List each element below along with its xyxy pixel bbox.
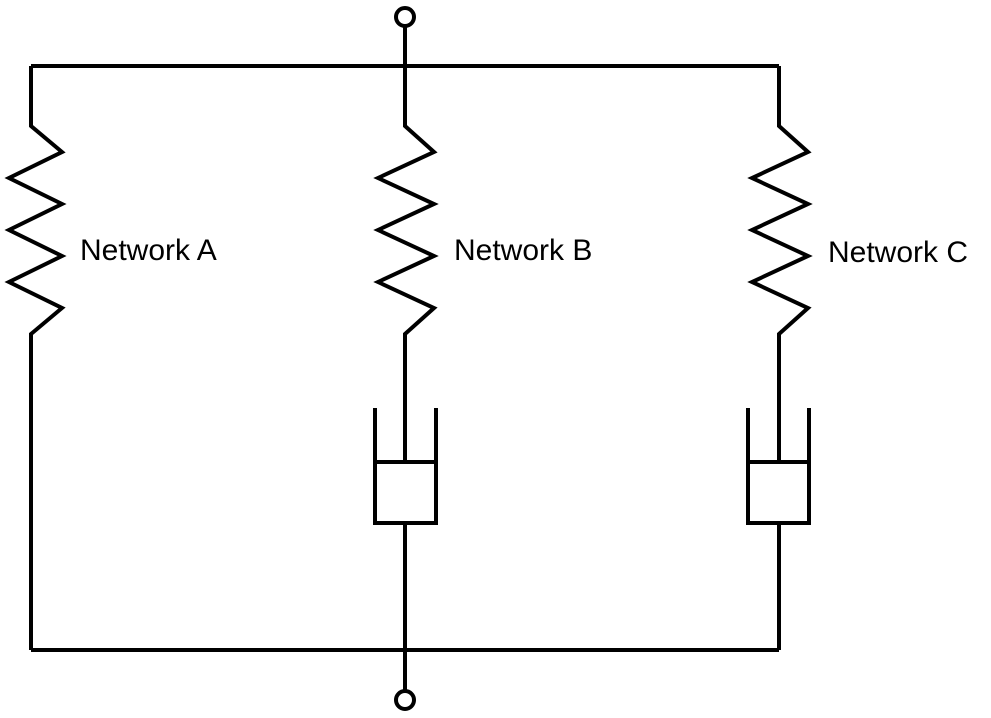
branch-a-spring [4,66,67,650]
network-b-label: Network B [454,234,592,267]
branch-b: Network B [373,66,592,650]
branch-a: Network A [4,66,217,650]
network-a-label: Network A [80,234,217,267]
branch-c: Network C [746,66,968,650]
branch-c-spring [747,66,813,462]
bottom-terminal [394,689,416,711]
top-terminal [394,6,416,28]
network-c-label: Network C [828,236,968,269]
branch-b-spring [373,66,439,462]
